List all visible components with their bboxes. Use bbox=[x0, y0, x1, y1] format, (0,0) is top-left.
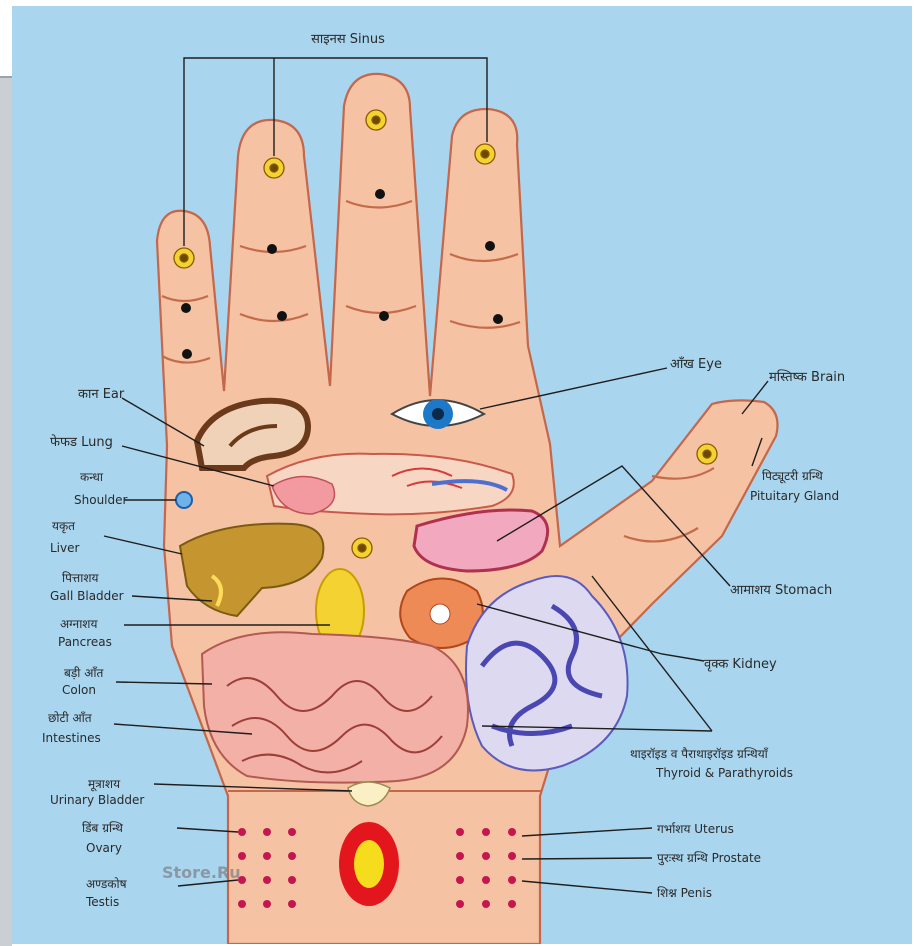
intestine-organ bbox=[202, 632, 468, 782]
label-gall-hi: पित्ताशय bbox=[62, 571, 99, 585]
label-intestine-en: Intestines bbox=[42, 731, 101, 745]
label-colon-en: Colon bbox=[62, 683, 96, 697]
sun-icon bbox=[352, 538, 372, 558]
label-ovary-en: Ovary bbox=[86, 841, 122, 855]
label-pancreas-hi: अग्नाशय bbox=[60, 617, 98, 631]
label-uterus: गर्भाशय Uterus bbox=[657, 822, 734, 836]
sun-icon bbox=[475, 144, 495, 164]
left-margin-bar bbox=[0, 78, 12, 946]
label-prostate: पुरःस्थ ग्रन्थि Prostate bbox=[657, 851, 761, 866]
label-pituitary-hi: पिट्यूटरी ग्रन्थि bbox=[762, 469, 823, 484]
label-ear: कान Ear bbox=[78, 387, 125, 402]
label-eye: आँख Eye bbox=[670, 356, 722, 372]
sinus-bracket bbox=[184, 58, 487, 246]
hand-diagram-svg: साइनस Sinus आँख Eye मस्तिष्क Brain कान E… bbox=[12, 6, 912, 944]
label-pituitary-en: Pituitary Gland bbox=[750, 489, 839, 503]
label-brain: मस्तिष्क Brain bbox=[769, 369, 845, 385]
label-shoulder-hi: कन्धा bbox=[80, 470, 104, 484]
label-intestine-hi: छोटी आँत bbox=[48, 711, 93, 725]
label-testis-en: Testis bbox=[85, 895, 119, 909]
label-bladder-hi: मूत्राशय bbox=[88, 777, 121, 792]
lung-organ bbox=[267, 454, 514, 515]
sun-icon bbox=[174, 248, 194, 268]
shoulder-point bbox=[176, 492, 192, 508]
label-sinus: साइनस Sinus bbox=[311, 32, 385, 47]
watermark: Store.Ru bbox=[162, 863, 241, 882]
label-thyroid-hi: थाइरॉइड व पैराथाइरॉइड ग्रन्थियाँ bbox=[630, 747, 769, 761]
sun-icon bbox=[264, 158, 284, 178]
label-lung: फेफड Lung bbox=[50, 434, 113, 450]
wrist-center-point bbox=[339, 822, 399, 906]
label-shoulder-en: Shoulder bbox=[74, 493, 128, 507]
label-stomach: आमाशय Stomach bbox=[730, 583, 832, 598]
label-thyroid-en: Thyroid & Parathyroids bbox=[655, 766, 793, 780]
label-colon-hi: बड़ी आँत bbox=[64, 666, 104, 680]
label-gall-en: Gall Bladder bbox=[50, 589, 124, 603]
label-testis-hi: अण्डकोष bbox=[86, 877, 128, 891]
label-bladder-en: Urinary Bladder bbox=[50, 793, 144, 807]
label-kidney: वृक्क Kidney bbox=[704, 657, 777, 672]
label-penis: शिश्न Penis bbox=[657, 886, 712, 900]
sun-icon bbox=[697, 444, 717, 464]
label-ovary-hi: डिंब ग्रन्थि bbox=[82, 821, 123, 835]
label-liver-hi: यकृत bbox=[52, 519, 76, 534]
label-pancreas-en: Pancreas bbox=[58, 635, 112, 649]
label-liver-en: Liver bbox=[50, 541, 80, 555]
sun-icon bbox=[366, 110, 386, 130]
hand-reflexology-chart: साइनस Sinus आँख Eye मस्तिष्क Brain कान E… bbox=[12, 6, 912, 944]
